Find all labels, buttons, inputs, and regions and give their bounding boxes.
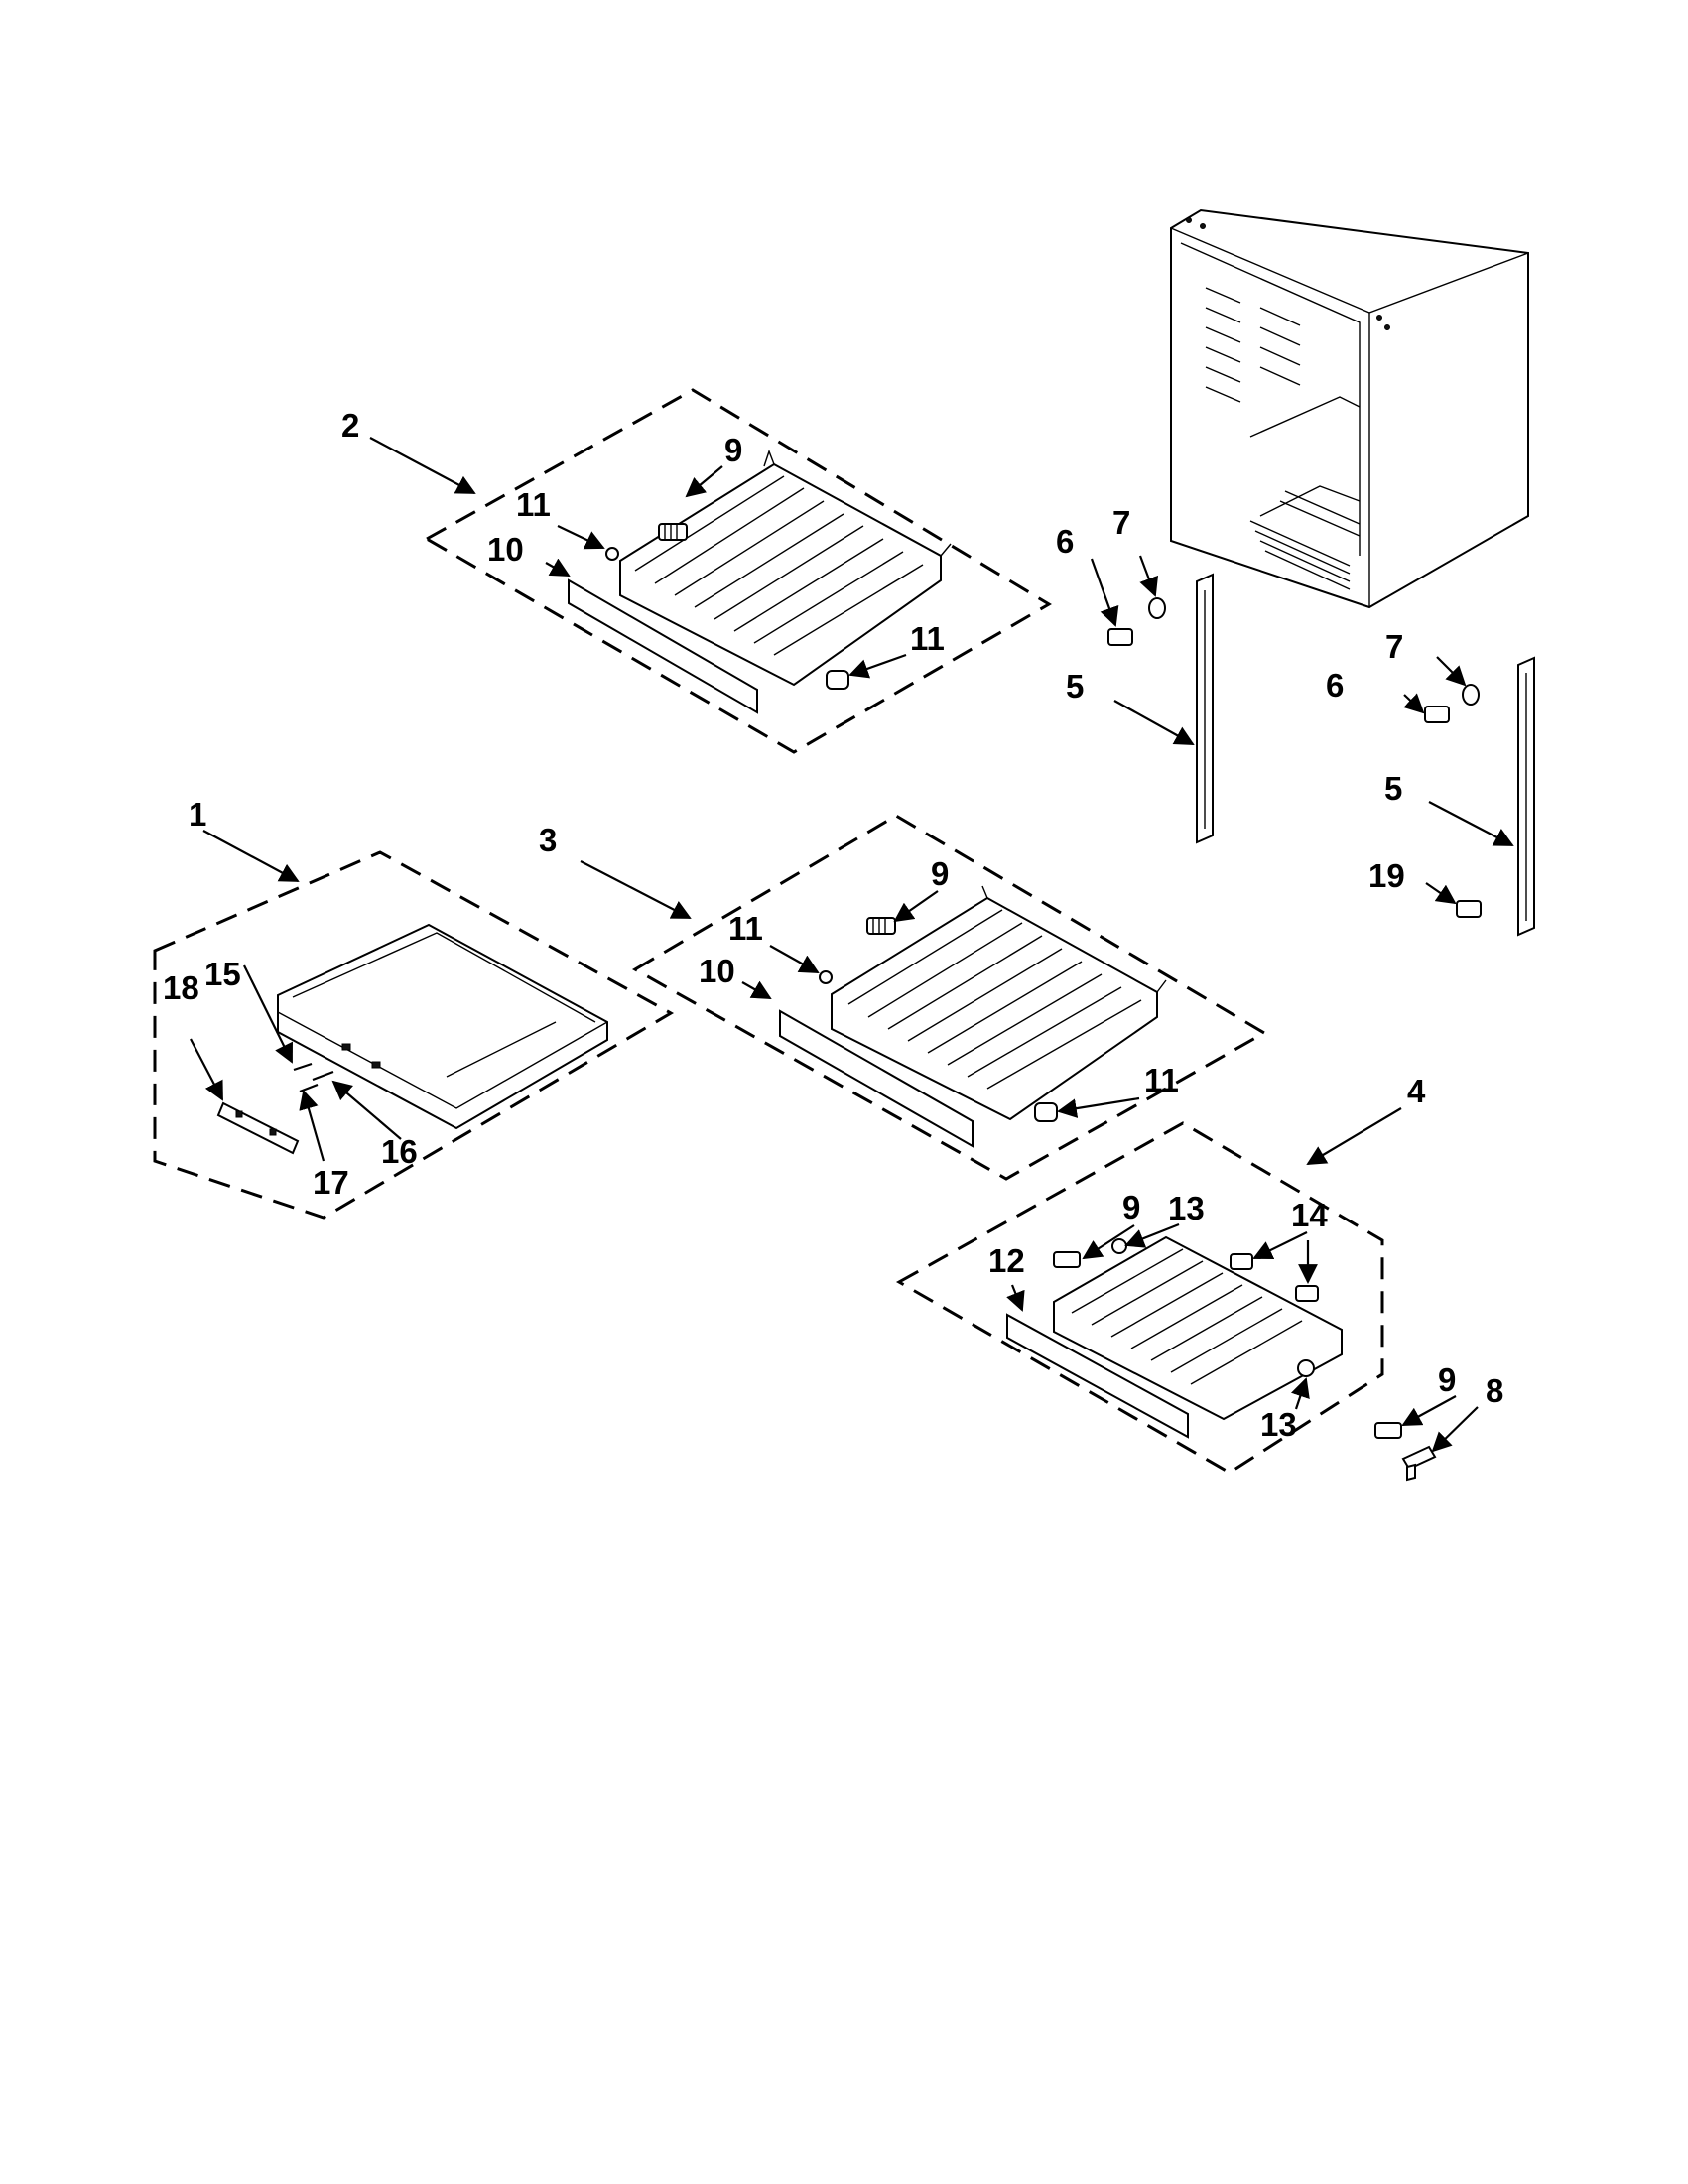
rail-5a <box>1196 573 1214 844</box>
callout-5-left: 5 <box>1066 668 1084 705</box>
washer-7a <box>1148 597 1166 619</box>
drawer-slide-assembly-3 <box>831 885 1167 1121</box>
control-board-18 <box>216 1101 300 1155</box>
cabinet-housing <box>1170 208 1529 609</box>
callout-18: 18 <box>163 969 199 1006</box>
assembly-2-outline <box>423 388 1052 754</box>
callout-9-assembly-3: 9 <box>931 855 949 892</box>
spacer-13b <box>1297 1359 1315 1377</box>
screw-9b <box>866 917 896 935</box>
screw-9d <box>1374 1422 1402 1439</box>
callout-17: 17 <box>313 1164 349 1201</box>
spacer-11b-top <box>819 970 833 984</box>
drawer-slide-assembly-4 <box>1053 1235 1343 1421</box>
callout-9-assembly-2: 9 <box>724 432 742 468</box>
screw-19 <box>1456 900 1482 918</box>
screw-14a <box>1230 1253 1253 1270</box>
callout-16: 16 <box>381 1133 418 1170</box>
callout-5-right: 5 <box>1384 770 1402 807</box>
callout-4: 4 <box>1407 1073 1426 1109</box>
bracket-8 <box>1401 1445 1437 1482</box>
leader-lines <box>190 437 1514 1453</box>
callout-15: 15 <box>204 956 241 992</box>
callout-13-top: 13 <box>1168 1190 1205 1226</box>
screw-9a <box>658 523 688 541</box>
callout-6-right: 6 <box>1326 667 1344 704</box>
callout-13-bottom: 13 <box>1260 1406 1297 1443</box>
callout-11-assembly-3-bottom: 11 <box>1144 1062 1179 1098</box>
spacer-11a-top <box>605 547 619 561</box>
callout-9-assembly-4: 9 <box>1122 1189 1140 1225</box>
front-trim-panel-12 <box>1006 1313 1189 1439</box>
callout-10-assembly-3: 10 <box>699 953 735 989</box>
drawer-slide-assembly-2 <box>619 449 952 687</box>
screw-14b <box>1295 1285 1319 1302</box>
front-trim-panel-10a <box>568 578 758 714</box>
callout-9-bracket: 9 <box>1438 1361 1456 1398</box>
cover-panel-assembly-1 <box>277 923 608 1130</box>
callout-1: 1 <box>189 796 206 833</box>
callout-6-left: 6 <box>1056 523 1074 560</box>
screw-17 <box>299 1083 319 1093</box>
screw-6a <box>1107 628 1133 646</box>
callout-2: 2 <box>341 407 359 444</box>
callout-3: 3 <box>539 822 557 858</box>
spacer-13a <box>1111 1238 1127 1254</box>
screw-9c <box>1053 1251 1081 1268</box>
callout-7-left: 7 <box>1112 504 1130 541</box>
spacer-11a-bottom <box>826 670 849 690</box>
callout-12: 12 <box>988 1242 1025 1279</box>
spacer-11b-bottom <box>1034 1102 1058 1122</box>
callout-14: 14 <box>1291 1197 1328 1233</box>
front-trim-panel-10b <box>779 1009 974 1148</box>
callout-11-assembly-2-top: 11 <box>516 486 551 523</box>
assembly-1-outline <box>153 850 675 1220</box>
washer-7b <box>1462 684 1480 706</box>
rail-5b <box>1517 656 1535 937</box>
callout-10-assembly-2: 10 <box>487 531 524 568</box>
assembly-3-outline <box>631 814 1267 1181</box>
callout-7-right: 7 <box>1385 628 1403 665</box>
callout-11-assembly-3-top: 11 <box>728 910 763 947</box>
callout-labels: 1 2 3 4 5 5 6 6 7 7 8 9 9 9 9 10 10 11 1… <box>163 407 1503 1443</box>
callout-19: 19 <box>1368 857 1405 894</box>
screw-6b <box>1424 706 1450 723</box>
callout-8: 8 <box>1486 1372 1503 1409</box>
screw-15 <box>293 1062 313 1072</box>
screw-16 <box>312 1070 334 1082</box>
assembly-4-outline <box>895 1121 1384 1475</box>
callout-11-assembly-2-bottom: 11 <box>910 620 945 657</box>
